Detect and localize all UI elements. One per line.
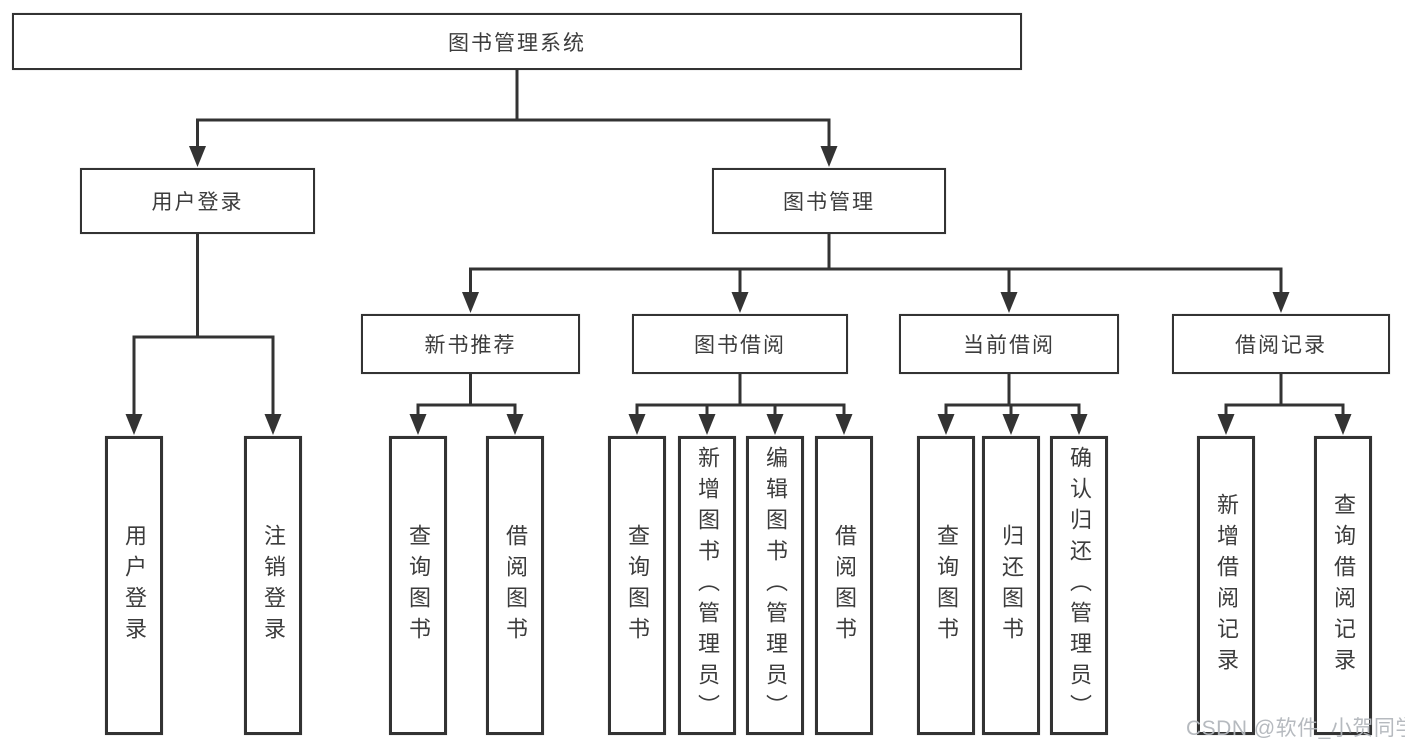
leaf-label: 查询借阅记录 [1331,492,1356,679]
leaf-label: 注销登录 [261,523,286,648]
node-new-book-recommend: 新书推荐 [361,314,580,374]
connector-current-group [944,372,1081,422]
connector-newrec-group [416,372,517,422]
leaf-label: 用户登录 [122,523,147,648]
arrowhead [820,146,838,167]
leaf-query-books: 查询图书 [917,436,975,735]
leaf-logout: 注销登录 [244,436,302,735]
arrowhead [835,414,853,435]
leaf-label: 查询图书 [625,523,650,648]
arrowhead [1070,414,1088,435]
arrowhead [506,414,524,435]
arrowhead [462,292,479,313]
leaf-label: 查询图书 [934,523,959,648]
leaf-add-borrow-record: 新增借阅记录 [1197,436,1255,735]
arrowhead [1002,414,1020,435]
leaf-query-books: 查询图书 [389,436,447,735]
arrowhead [1217,414,1235,435]
arrowhead [125,414,143,435]
leaf-query-borrow-record: 查询借阅记录 [1314,436,1372,735]
arrowhead [1272,292,1290,313]
leaf-label: 借阅图书 [503,523,528,648]
node-user-login: 用户登录 [80,168,315,234]
connector-records-group [1224,372,1345,422]
arrowhead [1000,292,1018,313]
node-current-borrow: 当前借阅 [899,314,1119,374]
connector-login-group [132,232,275,422]
arrowheads [125,146,1352,435]
leaf-query-books: 查询图书 [608,436,666,735]
leaf-label: 查询图书 [406,523,431,648]
connector-root [196,68,831,154]
arrowhead [1334,414,1352,435]
leaf-label: 新增借阅记录 [1214,492,1239,679]
leaf-confirm-return-admin: 确认归还（管理员） [1050,436,1108,735]
leaf-label: 确认归还（管理员） [1067,446,1092,725]
arrowhead [937,414,955,435]
arrowhead [731,292,749,313]
arrowhead [409,414,427,435]
arrowhead [698,414,716,435]
leaf-user-login: 用户登录 [105,436,163,735]
arrowhead [264,414,282,435]
leaf-borrow-books: 借阅图书 [486,436,544,735]
node-library-management-system: 图书管理系统 [12,13,1022,70]
leaf-label: 借阅图书 [832,523,857,648]
node-borrow-records: 借阅记录 [1172,314,1390,374]
leaf-add-books-admin: 新增图书（管理员） [678,436,736,735]
connector-mgmt-group [469,232,1283,300]
leaf-label: 编辑图书（管理员） [763,446,788,725]
connector-borrow-group [635,372,846,422]
leaf-borrow-books: 借阅图书 [815,436,873,735]
node-book-management: 图书管理 [712,168,946,234]
csdn-watermark: CSDN @软件_小贺同学 [1186,717,1405,740]
arrowhead [189,146,206,167]
leaf-return-books: 归还图书 [982,436,1040,735]
leaf-label: 归还图书 [999,523,1024,648]
leaf-edit-books-admin: 编辑图书（管理员） [746,436,804,735]
arrowhead [766,414,784,435]
node-book-borrow: 图书借阅 [632,314,848,374]
arrowhead [628,414,646,435]
leaf-label: 新增图书（管理员） [695,446,720,725]
